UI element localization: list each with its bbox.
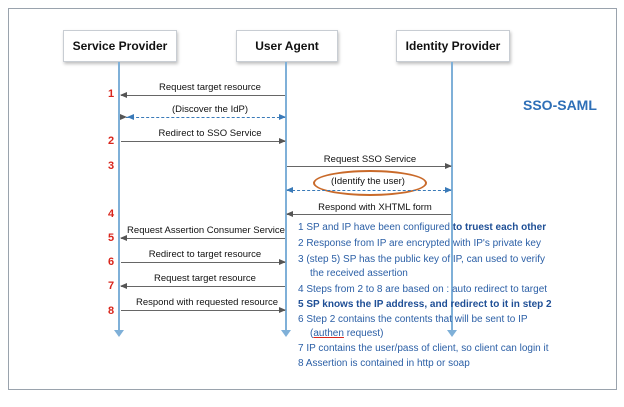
step-number: 8 — [108, 305, 115, 317]
note-3-cont: the received assertion — [310, 268, 408, 279]
arrow-head-icon — [120, 92, 127, 98]
step-number: 7 — [108, 280, 115, 292]
message-arrow — [120, 92, 285, 98]
note-5-bold: 5 SP knows the IP address, and redirect … — [298, 299, 552, 310]
note-6-rest: request) — [343, 328, 384, 339]
message-arrow-dashed — [120, 114, 286, 120]
step-number: 5 — [108, 232, 115, 244]
note-3: 3 (step 5) SP has the public key of IP, … — [298, 254, 545, 265]
note-6-underlined: authen — [313, 328, 344, 339]
message-label: Request target resource — [159, 82, 261, 93]
arrow-head-icon — [445, 163, 452, 169]
message-label: Request Assertion Consumer Service — [127, 225, 285, 236]
message-label: Respond with XHTML form — [318, 202, 432, 213]
message-arrow — [121, 138, 286, 144]
message-label: (Discover the IdP) — [171, 104, 249, 115]
step-number: 2 — [108, 135, 115, 147]
arrow-head-icon — [445, 187, 452, 193]
note-7: 7 IP contains the user/pass of client, s… — [298, 343, 549, 354]
diagram-frame — [8, 8, 617, 390]
note-6: 6 Step 2 contains the contents that will… — [298, 314, 528, 325]
note-1: 1 SP and IP have been configured to true… — [298, 222, 546, 233]
arrow-head-icon — [120, 235, 127, 241]
note-8: 8 Assertion is contained in http or soap — [298, 358, 470, 369]
actor-user-agent: User Agent — [236, 30, 338, 62]
arrow-head-icon — [286, 211, 293, 217]
step-number: 1 — [108, 88, 115, 100]
message-arrow — [287, 163, 452, 169]
message-label: Request target resource — [154, 273, 256, 284]
note-6-open: ( — [310, 328, 314, 339]
arrow-head-icon — [279, 138, 286, 144]
note-2: 2 Response from IP are encrypted with IP… — [298, 238, 541, 249]
message-label: Redirect to SSO Service — [158, 128, 262, 139]
lifeline-service-provider — [114, 62, 124, 337]
lifeline-identity-provider — [447, 62, 457, 337]
arrow-head-icon — [120, 283, 127, 289]
note-6-cont: (authen request) — [310, 328, 383, 339]
message-label: (Identify the user) — [331, 176, 405, 187]
message-arrow-dashed — [286, 187, 452, 193]
highlight-oval — [313, 170, 427, 196]
diagram-title: SSO-SAML — [523, 97, 597, 113]
message-arrow — [121, 307, 286, 313]
arrow-head-icon — [279, 259, 286, 265]
actor-service-provider: Service Provider — [63, 30, 177, 62]
step-number: 6 — [108, 256, 115, 268]
arrow-head-icon — [120, 114, 134, 120]
lifeline-user-agent — [281, 62, 291, 337]
note-4: 4 Steps from 2 to 8 are based on : auto … — [298, 284, 548, 295]
step-number: 4 — [108, 208, 115, 220]
step-number: 3 — [108, 160, 115, 172]
message-label: Respond with requested resource — [135, 297, 279, 308]
message-arrow — [120, 283, 285, 289]
message-arrow — [120, 235, 285, 241]
arrow-head-icon — [279, 114, 286, 120]
message-arrow — [286, 211, 451, 217]
message-label: Request SSO Service — [323, 154, 417, 165]
message-label: Redirect to target resource — [148, 249, 262, 260]
note-1-text: 1 SP and IP have been configured — [298, 222, 453, 233]
note-1-bold: to truest each other — [452, 222, 547, 233]
actor-identity-provider: Identity Provider — [396, 30, 510, 62]
message-arrow — [121, 259, 286, 265]
arrow-head-icon — [286, 187, 293, 193]
note-5: 5 SP knows the IP address, and redirect … — [298, 299, 552, 310]
arrow-head-icon — [279, 307, 286, 313]
